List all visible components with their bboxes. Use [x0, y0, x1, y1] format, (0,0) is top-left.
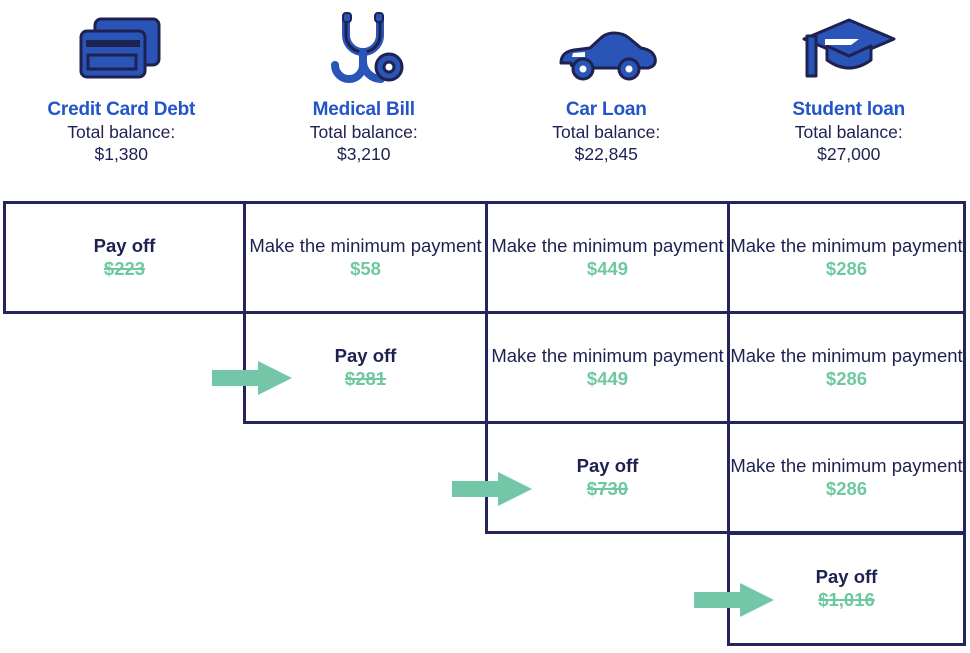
plan-amount: $223 [103, 257, 146, 279]
plan-action: Make the minimum payment [730, 234, 963, 256]
balance-value: $22,845 [574, 143, 638, 164]
plan-cell-r1c1[interactable]: Pay off $223 [3, 201, 246, 314]
plan-cell-r3c3[interactable]: Pay off $730 [485, 421, 730, 534]
plan-action: Make the minimum payment [730, 344, 963, 366]
balance-label: Total balance: [552, 121, 661, 142]
plan-amount: $286 [825, 257, 868, 279]
balance-label: Total balance: [794, 121, 903, 142]
payment-plan-grid: Pay off $223 Make the minimum payment $5… [3, 201, 966, 648]
plan-action: Make the minimum payment [491, 234, 724, 256]
plan-action: Pay off [334, 344, 397, 366]
plan-action: Pay off [815, 566, 878, 588]
plan-action: Make the minimum payment [491, 344, 724, 366]
graduation-cap-icon [799, 6, 899, 98]
plan-cell-r1c3[interactable]: Make the minimum payment $449 [485, 201, 730, 314]
balance-value: $3,210 [336, 143, 391, 164]
debt-name: Car Loan [565, 99, 647, 120]
balance-label: Total balance: [67, 121, 176, 142]
plan-cell-r3c4[interactable]: Make the minimum payment $286 [727, 421, 966, 534]
balance-value: $27,000 [817, 143, 881, 164]
debt-name: Medical Bill [312, 99, 415, 120]
plan-action: Pay off [576, 454, 639, 476]
balance-label: Total balance: [309, 121, 418, 142]
debt-header-car-loan: Car Loan Total balance: $22,845 [485, 0, 728, 196]
balance-value: $1,380 [94, 143, 149, 164]
plan-cell-r2c3[interactable]: Make the minimum payment $449 [485, 311, 730, 424]
plan-amount: $281 [344, 367, 387, 389]
snowball-arrow-row4 [694, 583, 774, 617]
plan-cell-r1c2[interactable]: Make the minimum payment $58 [243, 201, 488, 314]
debt-name: Credit Card Debt [47, 99, 196, 120]
snowball-arrow-row3 [452, 472, 532, 506]
debt-header-student-loan: Student loan Total balance: $27,000 [728, 0, 970, 196]
plan-cell-r2c2[interactable]: Pay off $281 [243, 311, 488, 424]
snowball-arrow-row2 [212, 361, 292, 395]
plan-cell-r4c4[interactable]: Pay off $1,016 [727, 532, 966, 646]
credit-cards-icon [73, 6, 169, 98]
plan-amount: $286 [825, 367, 868, 389]
debt-name: Student loan [792, 99, 906, 120]
debt-header-medical-bill: Medical Bill Total balance: $3,210 [243, 0, 486, 196]
car-icon [551, 6, 661, 98]
plan-action: Make the minimum payment [249, 234, 482, 256]
plan-action: Make the minimum payment [730, 454, 963, 476]
plan-action: Pay off [93, 234, 156, 256]
debt-header-credit-card-debt: Credit Card Debt Total balance: $1,380 [0, 0, 243, 196]
plan-amount: $286 [825, 477, 868, 499]
plan-amount: $1,016 [818, 589, 875, 610]
plan-amount: $449 [586, 367, 629, 389]
plan-amount: $730 [586, 477, 629, 499]
debt-header-row: Credit Card Debt Total balance: $1,380 M… [0, 0, 970, 196]
plan-cell-r2c4[interactable]: Make the minimum payment $286 [727, 311, 966, 424]
plan-amount: $58 [350, 257, 381, 279]
plan-amount: $449 [586, 257, 629, 279]
stethoscope-icon [316, 6, 412, 98]
plan-cell-r1c4[interactable]: Make the minimum payment $286 [727, 201, 966, 314]
